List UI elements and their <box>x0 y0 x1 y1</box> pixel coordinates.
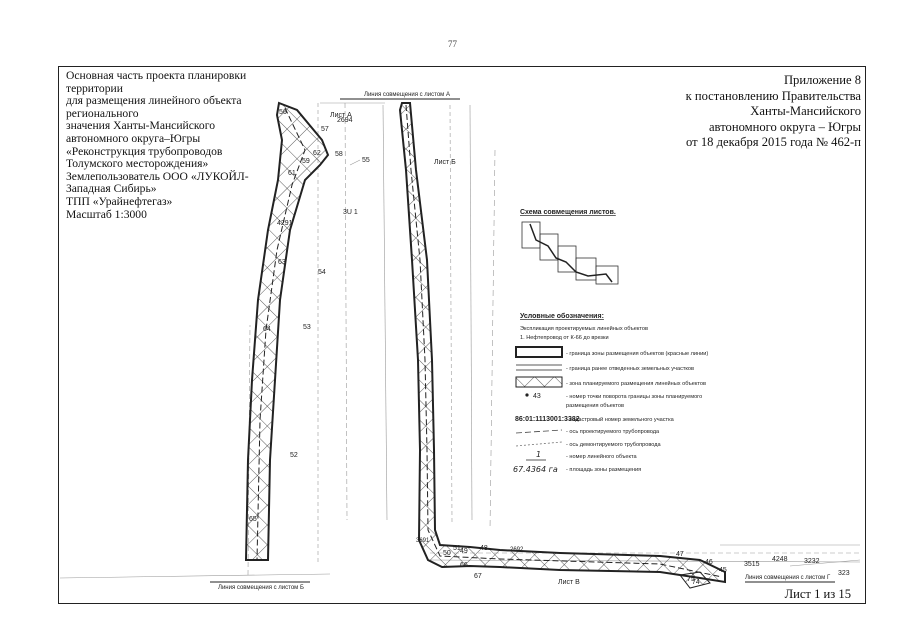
legend-line-number-sample: 1 <box>536 450 541 459</box>
point-label: 58 <box>335 151 343 158</box>
match-line-g-label: Линия совмещения с листом Г <box>745 575 831 581</box>
point-label: 49 <box>460 548 468 555</box>
legend-item: - ось демонтируемого трубопровода <box>566 442 662 448</box>
point-label: 62 <box>313 150 321 157</box>
point-label: 50 <box>443 550 451 557</box>
title-line: Толумского месторождения» <box>66 157 209 171</box>
title-line: «Реконструкция трубопроводов <box>66 144 223 158</box>
point-label: 59 <box>302 158 310 165</box>
parcel-number: 3232 <box>804 558 820 565</box>
parcel-number: 2694 <box>337 117 353 124</box>
point-label: 53 <box>303 324 311 331</box>
match-line-b-label: Линия совмещения с листом Б <box>218 585 304 591</box>
legend-area-sample: 67.4364 га <box>513 465 558 474</box>
point-label: 52 <box>290 452 298 459</box>
sheet-a-label: Лист А <box>330 112 352 119</box>
point-label: 45 <box>719 567 727 574</box>
point-label: 48 <box>480 545 488 552</box>
title-line: автономного округа–Югры <box>66 131 201 145</box>
point-label: 56 <box>279 109 287 116</box>
legend-item: - граница ранее отведенных земельных уча… <box>566 366 694 372</box>
scheme-sheet <box>557 245 577 273</box>
point-label: 64 <box>263 326 271 333</box>
title-line: Западная Сибирь» <box>66 182 157 196</box>
appendix-line: автономного округа – Югры <box>708 119 861 134</box>
placement-zone-corridor-b <box>398 102 726 584</box>
pipeline-axis-a <box>256 107 306 561</box>
point-label: 74 <box>692 579 700 586</box>
turning-points: 56 57 62 61 59 58 55 63 54 64 53 52 65 5… <box>249 109 727 586</box>
parcel-number: 2692 <box>510 547 524 553</box>
appendix-block: Приложение 8 к постановлению Правительст… <box>551 73 861 151</box>
small-parcel <box>679 571 711 589</box>
title-line: Основная часть проекта планировки <box>66 69 247 82</box>
match-line-a-label: Линия совмещения с листом А <box>364 92 450 98</box>
parcel-number: 3691 <box>416 538 430 544</box>
legend-zone-swatch <box>515 376 563 388</box>
appendix-line: Ханты-Мансийского <box>750 104 861 118</box>
title-line: значения Ханты-Мансийского <box>66 119 215 133</box>
legend: Условные обозначения: Экспликация проект… <box>513 312 708 474</box>
appendix-line: к постановлению Правительства <box>685 88 861 103</box>
scheme-sheet <box>575 257 597 281</box>
parcel-number: 3515 <box>744 561 760 568</box>
point-label: 67 <box>474 573 482 580</box>
legend-object-line: 1. Нефтепровод от К-66 до врезки <box>520 335 609 341</box>
sheet-b-label: Лист Б <box>434 159 456 166</box>
point-label: 57 <box>321 126 329 133</box>
legend-item: размещения объектов <box>566 403 624 409</box>
parcel-number: 4291 <box>277 220 293 227</box>
title-line: территории <box>66 81 123 95</box>
title-line: ТПП «Урайнефтегаз» <box>66 194 173 208</box>
scale-line: Масштаб 1:3000 <box>66 207 147 221</box>
legend-item: - площадь зоны размещения <box>566 467 641 473</box>
drawing-frame <box>58 66 866 604</box>
legend-axis-swatch <box>515 429 563 434</box>
title-line: Землепользователь ООО «ЛУКОЙЛ- <box>66 169 249 183</box>
legend-item: - номер линейного объекта <box>566 453 637 460</box>
point-label: 51 <box>453 545 461 552</box>
point-label: 65 <box>249 516 257 523</box>
project-title-block: Основная часть проекта планировки террит… <box>66 69 276 221</box>
pipeline-axis-b <box>405 104 723 578</box>
scheme-title: Схема совмещения листов. <box>520 209 616 216</box>
placement-zone-corridor-a <box>244 101 330 561</box>
appendix-line: Приложение 8 <box>783 73 861 87</box>
point-label: 75 <box>687 576 695 583</box>
appendix-line: от 18 декабря 2015 года № 462-п <box>686 135 861 149</box>
point-label: 66 <box>460 562 468 569</box>
legend-title: Условные обозначения: <box>520 312 604 320</box>
title-line: регионального <box>66 106 139 120</box>
legend-item: - граница зоны размещения объектов (крас… <box>566 351 708 357</box>
point-label: 63 <box>278 259 286 266</box>
sheet-v-label: Лист В <box>558 579 580 586</box>
legend-dismantle-swatch <box>515 441 563 447</box>
point-label: 54 <box>318 269 326 276</box>
point-label: 61 <box>288 170 296 177</box>
point-label: 47 <box>676 551 684 558</box>
title-line: для размещения линейного объекта <box>66 94 242 108</box>
legend-item: - ось проектируемого трубопровода <box>566 429 660 435</box>
legend-item: - зона планируемого размещения линейных … <box>566 380 706 387</box>
legend-item: - кадастровый номер земельного участка <box>566 416 675 423</box>
parcel-number: 323 <box>838 570 850 577</box>
scheme-route <box>529 223 613 283</box>
page-number: 77 <box>448 39 457 49</box>
sheet-number: Лист 1 из 15 <box>784 587 851 601</box>
legend-cadastral-sample: 86:01:1113001:3382 <box>515 416 580 423</box>
point-label: 46 <box>705 559 713 566</box>
sheet-layout-scheme: Схема совмещения листов. <box>520 209 619 285</box>
parcel-number: 3U 1 <box>343 209 358 216</box>
parcel-number: 4248 <box>772 556 788 563</box>
legend-subtitle: Экспликация проектируемых линейных объек… <box>520 325 648 332</box>
legend-point-swatch <box>525 393 529 397</box>
parcel-boundaries <box>59 102 861 579</box>
point-label: 55 <box>362 157 370 164</box>
legend-point-sample: 43 <box>533 393 541 400</box>
legend-red-line-swatch <box>515 346 563 358</box>
legend-item: - номер точки поворота границы зоны план… <box>566 394 702 400</box>
